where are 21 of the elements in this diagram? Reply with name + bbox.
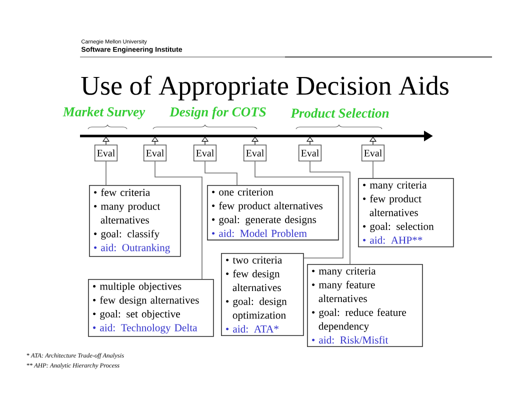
phase-label: Market Survey [62, 106, 146, 120]
eval-box: Eval [94, 144, 118, 162]
eval-box: Eval [243, 144, 267, 162]
connector-line [372, 161, 374, 178]
criteria-box: • multiple objectives • few design alternatives • goal: set objective • aid: Technology Delta [88, 279, 214, 337]
criteria-box: • one criterion • few product alternatives • goal: generate designs • aid: Model Problem [207, 185, 339, 240]
eval-box: Eval [143, 144, 167, 162]
criteria-box: • two criteria • few design alternatives • goal: design optimization • aid: ATA* [221, 253, 304, 336]
criteria-box: • many criteria • few product alternatives • goal: selection • aid: AHP** [358, 178, 454, 248]
phase-label: Product Selection [290, 108, 389, 118]
connector-line [204, 161, 238, 186]
criteria-box: • many criteria • many feature alternatives • goal: reduce feature dependency • aid: Risk/Misfit [307, 264, 423, 348]
connector-line [254, 161, 344, 258]
eval-box: Eval [298, 144, 322, 162]
connector-line [154, 161, 202, 280]
eval-box: Eval [361, 144, 385, 162]
phase-label: Design for COTS [170, 106, 266, 120]
eval-box: Eval [193, 144, 217, 162]
title: Use of Appropriate Decision Aids [81, 76, 448, 100]
connector-line [310, 161, 350, 264]
criteria-box: • few criteria • many product alternatives • goal: classify • aid: Outranking [89, 185, 181, 257]
